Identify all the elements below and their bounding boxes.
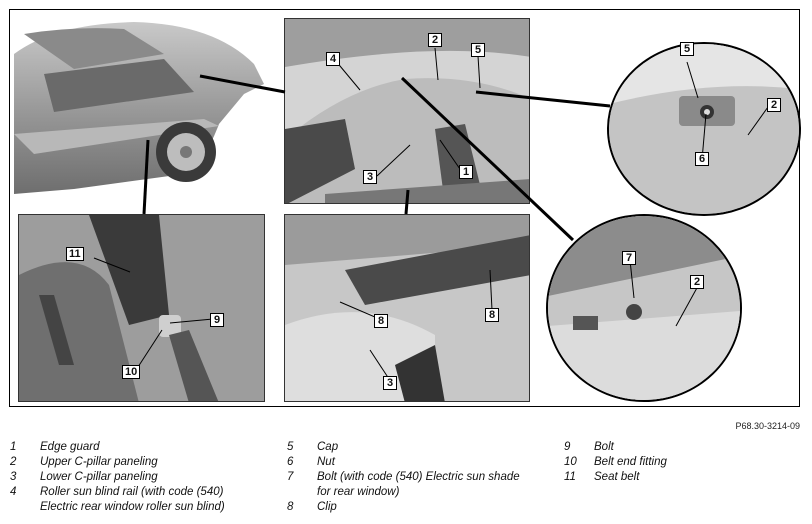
leader-lines [93,47,769,383]
callout-2: 2 [767,98,781,112]
callout-5: 5 [680,42,694,56]
callout-7: 7 [622,251,636,265]
callout-2: 2 [690,275,704,289]
callout-9: 9 [210,313,224,327]
callout-8: 8 [485,308,499,322]
callout-5: 5 [471,43,485,57]
callout-1: 1 [459,165,473,179]
car-overview-image [14,14,276,200]
callout-4: 4 [326,52,340,66]
callout-10: 10 [122,365,141,379]
callout-11: 11 [66,247,84,261]
cap-nut-detail-image [607,42,801,216]
seat-belt-view [18,214,265,402]
callout-3: 3 [363,170,377,184]
callout-6: 6 [695,152,709,166]
bolt-detail-image [546,214,742,402]
callout-3: 3 [383,376,397,390]
figure-reference: P68.30-3214-09 [735,421,800,431]
callout-8: 8 [374,314,388,328]
clip-rail-view [284,214,530,402]
callout-2: 2 [428,33,442,47]
illustration-frame: 4 2 5 3 1 5 2 6 7 2 11 9 10 8 8 3 [9,9,801,407]
